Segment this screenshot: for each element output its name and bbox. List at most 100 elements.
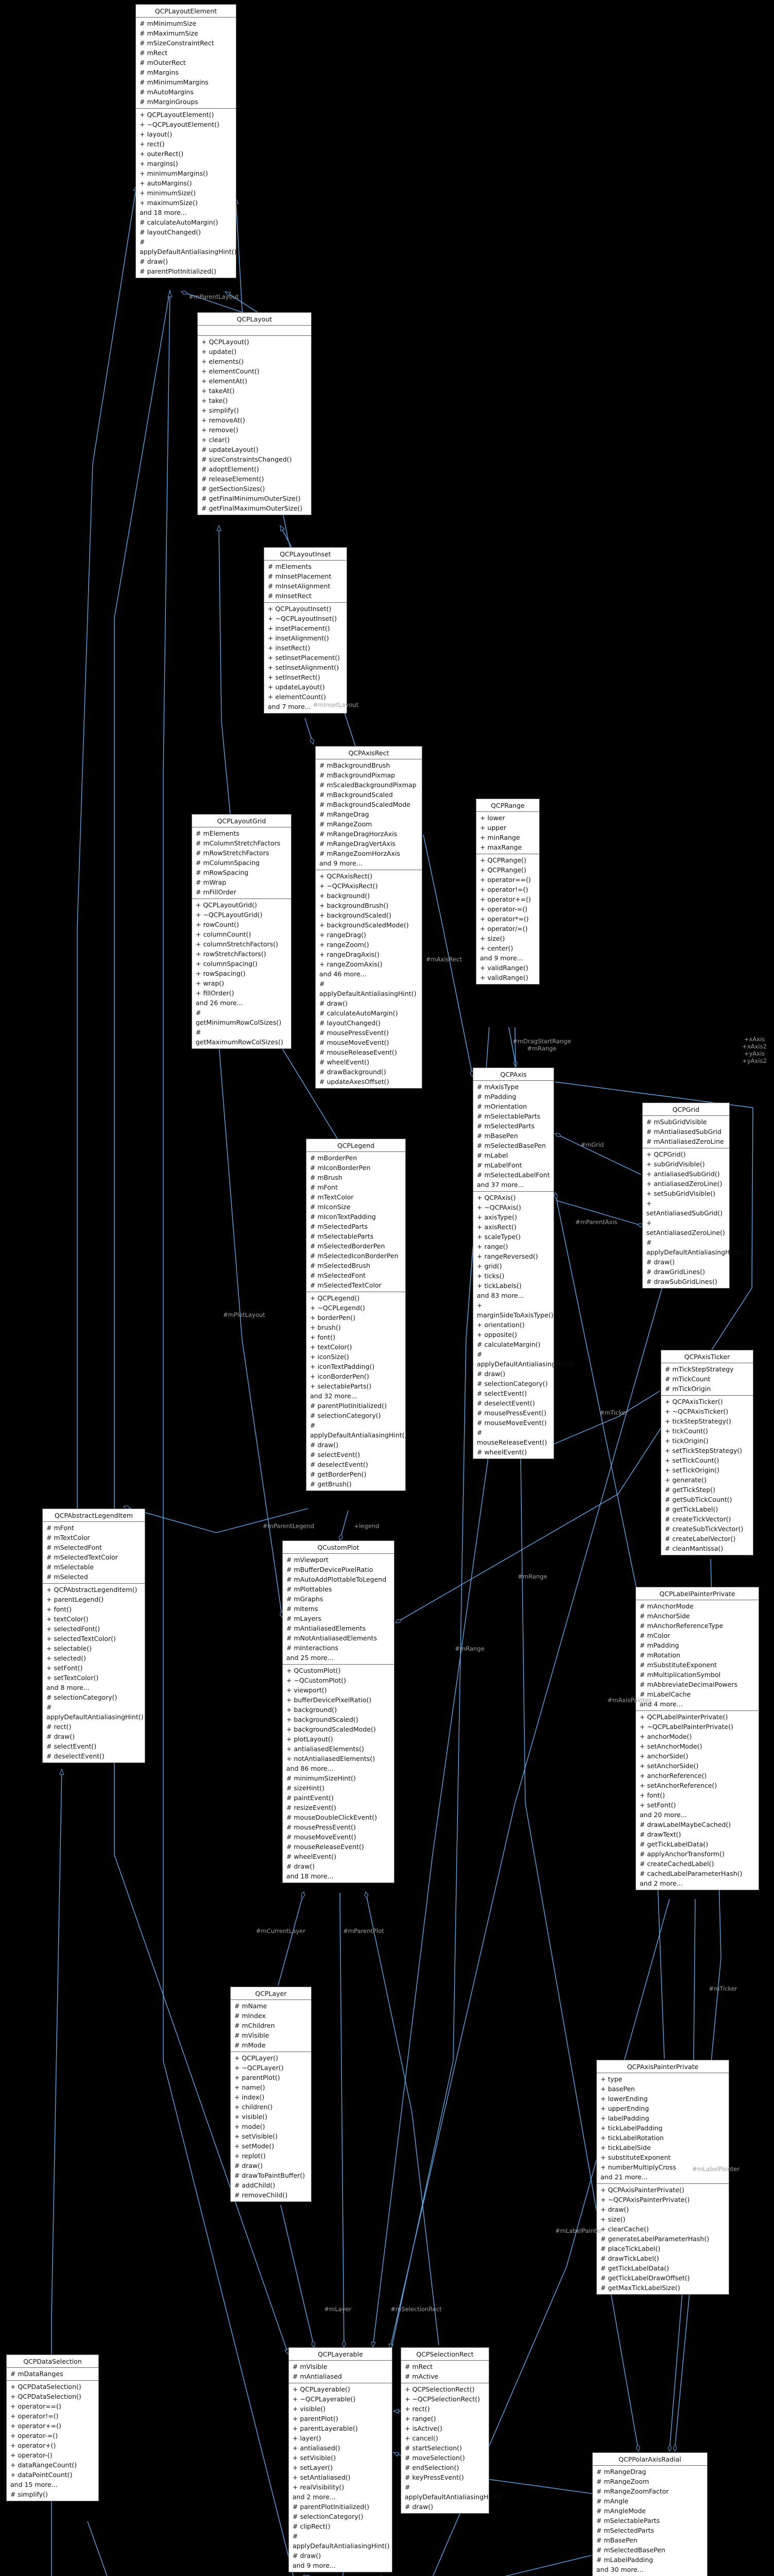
- method-row: # draw(): [286, 1862, 315, 1870]
- class-box-QCPDataSelection[interactable]: QCPDataSelection# mDataRanges+ QCPDataSe…: [6, 2354, 99, 2501]
- method-row: + rect(): [140, 140, 165, 148]
- class-box-QCPPolarAxisRadial[interactable]: QCPPolarAxisRadial# mRangeDrag# mRangeZo…: [592, 2452, 708, 2576]
- method-row: # createLabelVector(): [665, 1535, 736, 1543]
- class-title[interactable]: QCPLayoutElement: [136, 5, 236, 18]
- class-box-QCPGrid[interactable]: QCPGrid# mSubGridVisible# mAntialiasedSu…: [642, 1103, 743, 1289]
- method-row: + setLayer(): [293, 2464, 333, 2471]
- method-row: + QCPGrid(): [646, 1150, 686, 1158]
- method-row: + QCPAbstractLegendItem(): [46, 1586, 137, 1594]
- attribute-row: # mPadding: [477, 1093, 517, 1100]
- attribute-row: # mRowStretchFactors: [196, 849, 269, 857]
- attribute-row: and 9 more...: [319, 859, 363, 867]
- class-box-QCPLayout[interactable]: QCPLayout+ QCPLayout()+ update()+ elemen…: [197, 312, 312, 515]
- method-row: + background(): [286, 1706, 337, 1714]
- attributes-section: # mVisible# mAntialiased: [289, 2361, 392, 2383]
- method-row: + rowSpacing(): [196, 970, 246, 977]
- methods-section: + QCPAxisRect()+ ~QCPAxisRect()+ backgro…: [316, 870, 422, 1088]
- method-row: # removeChild(): [234, 2191, 288, 2199]
- class-title[interactable]: QCPLayerable: [289, 2348, 392, 2361]
- method-row: + textColor(): [46, 1615, 89, 1623]
- method-row: and 18 more...: [140, 209, 187, 216]
- method-row: # drawText(): [640, 1831, 681, 1838]
- class-title[interactable]: QCPGrid: [643, 1103, 729, 1116]
- edge-label-QCPPolarAxisAngular-to-QCPLabelPainterPrivate: #mLabelPainter: [555, 2227, 603, 2234]
- method-row: # sizeConstraintsChanged(): [201, 455, 292, 463]
- method-row: + QCPSelectionRect(): [405, 2385, 475, 2393]
- method-row: + opposite(): [477, 1331, 517, 1338]
- method-row: + rangeDrag(): [319, 931, 366, 939]
- method-row: + viewport(): [286, 1686, 327, 1694]
- class-title[interactable]: QCPLabelPainterPrivate: [636, 1587, 759, 1600]
- method-row: + validRange(): [480, 974, 528, 981]
- class-title[interactable]: QCPAbstractLegendItem: [43, 1509, 145, 1522]
- class-box-QCPAxis[interactable]: QCPAxis# mAxisType# mPadding# mOrientati…: [473, 1067, 574, 1459]
- class-box-QCPLegend[interactable]: QCPLegend# mBorderPen# mIconBorderPen# m…: [306, 1139, 407, 1491]
- class-box-QCPSelectionRect[interactable]: QCPSelectionRect# mRect# mActive+ QCPSel…: [401, 2347, 502, 2514]
- class-title[interactable]: QCPAxisTicker: [661, 1350, 753, 1363]
- class-title[interactable]: QCPLayer: [231, 1987, 311, 2000]
- method-row: + setInsetAlignment(): [268, 664, 339, 671]
- method-row: + takeAt(): [201, 387, 235, 395]
- method-row: + parentLegend(): [46, 1596, 104, 1603]
- class-box-QCPLayoutGrid[interactable]: QCPLayoutGrid# mElements# mColumnStretch…: [192, 814, 291, 1049]
- attribute-row: # mBufferDevicePixelRatio: [286, 1566, 373, 1573]
- attribute-row: # mFont: [310, 1183, 338, 1191]
- method-row: + font(): [310, 1333, 336, 1341]
- class-box-QCPRange[interactable]: QCPRange+ lower+ upper+ minRange+ maxRan…: [476, 799, 540, 985]
- method-row: # draw(): [234, 2162, 263, 2170]
- method-row: # layoutChanged(): [140, 228, 201, 236]
- attribute-row: # mColumnStretchFactors: [196, 839, 281, 847]
- class-box-QCPLabelPainterPrivate[interactable]: QCPLabelPainterPrivate# mAnchorMode# mAn…: [635, 1587, 759, 1890]
- class-title[interactable]: QCustomPlot: [283, 1541, 394, 1554]
- method-row: + ~QCPLayer(): [234, 2064, 284, 2072]
- usage-edge-QCustomPlot-to-QCPAxis: [395, 1081, 753, 1623]
- class-title[interactable]: QCPDataSelection: [7, 2355, 98, 2368]
- attribute-row: # mMode: [234, 2041, 266, 2049]
- edge-label-QCPAxis-to-QCPGrid: #mGrid: [580, 1141, 604, 1148]
- edge-label-QCPPolarAxisRadial-to-QCPRange: #mRange: [518, 1573, 547, 1580]
- class-box-QCustomPlot[interactable]: QCustomPlot# mViewport# mBufferDevicePix…: [282, 1540, 394, 1883]
- class-title[interactable]: QCPPolarAxisRadial: [593, 2453, 707, 2466]
- class-box-QCPLayerable[interactable]: QCPLayerable# mVisible# mAntialiased+ QC…: [288, 2347, 392, 2572]
- method-row: + take(): [201, 397, 228, 404]
- inheritance-edge-QCPLayoutGrid-to-QCPLayout: [216, 524, 231, 815]
- class-title[interactable]: QCPLayoutGrid: [192, 815, 291, 827]
- method-row: # drawGridLines(): [646, 1268, 705, 1276]
- attribute-row: # mRangeZoomHorzAxis: [319, 850, 400, 857]
- attribute-row: # mSelectedBrush: [310, 1262, 370, 1269]
- methods-section: + QCPLayoutInset()+ ~QCPLayoutInset()+ i…: [264, 603, 347, 713]
- class-title[interactable]: QCPAxis: [473, 1068, 554, 1081]
- class-box-QCPAxisPainterPrivate[interactable]: QCPAxisPainterPrivate+ type+ basePen+ lo…: [596, 2060, 729, 2295]
- attribute-row: # mSelectable: [46, 1563, 94, 1571]
- method-row: # applyDefaultAntialiasingHint(): [140, 238, 237, 256]
- class-box-QCPAbstractLegendItem[interactable]: QCPAbstractLegendItem# mFont# mTextColor…: [42, 1509, 145, 1763]
- class-title[interactable]: QCPAxisPainterPrivate: [597, 2060, 729, 2073]
- class-title[interactable]: QCPLayoutInset: [264, 548, 347, 561]
- class-title[interactable]: QCPLayout: [198, 313, 311, 326]
- method-row: + parentPlot(): [293, 2415, 338, 2422]
- method-row: + QCPLegend(): [310, 1294, 360, 1302]
- class-title[interactable]: QCPSelectionRect: [401, 2348, 489, 2361]
- attributes-section: # mAxisType# mPadding# mOrientation# mSe…: [473, 1081, 554, 1192]
- attribute-row: + tickLabelSide: [600, 2144, 651, 2151]
- class-title[interactable]: QCPAxisRect: [316, 747, 422, 759]
- class-title[interactable]: QCPRange: [476, 799, 539, 812]
- class-box-QCPAxisTicker[interactable]: QCPAxisTicker# mTickStepStrategy# mTickC…: [661, 1350, 753, 1555]
- method-row: + backgroundScaledMode(): [319, 921, 409, 929]
- inheritance-edge-QCPPolarAxisAngular-to-QCPLayoutElement: [163, 291, 294, 2576]
- method-row: # wheelEvent(): [319, 1058, 370, 1066]
- attribute-row: # mDataRanges: [10, 2370, 63, 2378]
- method-row: # getTickLabel(): [665, 1505, 718, 1513]
- method-row: # releaseElement(): [201, 475, 264, 483]
- method-row: + setInsetPlacement(): [268, 654, 340, 662]
- attribute-row: + lowerEnding: [600, 2095, 648, 2103]
- class-title[interactable]: QCPLegend: [306, 1139, 405, 1152]
- class-box-QCPLayer[interactable]: QCPLayer# mName# mIndex# mChildren# mVis…: [230, 1987, 312, 2202]
- methods-section: + QCPAxis()+ ~QCPAxis()+ axisType()+ axi…: [473, 1192, 574, 1459]
- class-box-QCPAxisRect[interactable]: QCPAxisRect# mBackgroundBrush# mBackgrou…: [315, 746, 422, 1089]
- attribute-row: # mBrush: [310, 1174, 342, 1181]
- edge-label-QCPPolarAxisAngular-to-QCPRange: #mRange: [455, 1645, 485, 1652]
- class-box-QCPLayoutInset[interactable]: QCPLayoutInset# mElements# mInsetPlaceme…: [264, 547, 347, 714]
- class-box-QCPLayoutElement[interactable]: QCPLayoutElement# mMinimumSize# mMaximum…: [135, 4, 236, 278]
- attributes-section: # mFont# mTextColor# mSelectedFont# mSel…: [43, 1522, 145, 1584]
